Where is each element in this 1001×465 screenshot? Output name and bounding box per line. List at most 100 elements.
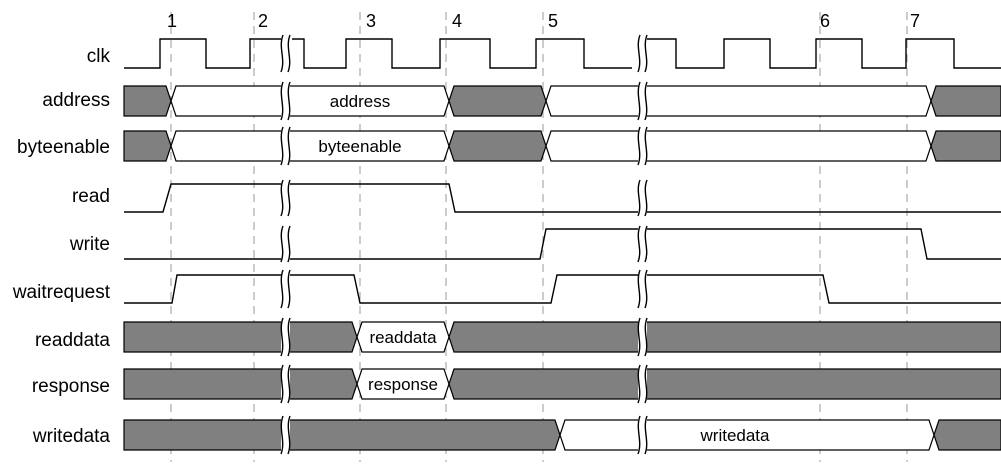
readdata-value-label: readdata — [369, 328, 437, 347]
break-slash — [637, 126, 641, 166]
write-waveform — [124, 228, 1001, 260]
time-break-markers — [280, 34, 648, 455]
break-slash — [280, 225, 284, 263]
address-waveform: address — [123, 85, 1001, 117]
break-gap — [281, 270, 290, 308]
writedata-waveform: writedata — [123, 419, 1001, 451]
byteenable-invalid-segment — [448, 130, 547, 162]
response-waveform: response — [123, 368, 1001, 400]
break-slash — [637, 225, 641, 263]
cycle-marker-4: 4 — [452, 11, 462, 31]
break-gap — [638, 180, 647, 216]
writedata-invalid-segment — [933, 419, 1001, 451]
readdata-invalid-segment — [123, 321, 358, 353]
address-invalid-segment — [123, 85, 172, 117]
byteenable-value-label: byteenable — [318, 137, 401, 156]
address-value-label: address — [330, 92, 390, 111]
break-slash — [287, 179, 291, 217]
break-slash — [287, 269, 291, 309]
break-slash — [637, 269, 641, 309]
break-slash — [287, 225, 291, 263]
signal-label-writedata: writedata — [32, 426, 111, 447]
break-gap — [638, 35, 647, 72]
break-slash — [287, 415, 291, 455]
signal-label-readdata: readdata — [35, 330, 110, 351]
response-value-label: response — [368, 375, 438, 394]
break-slash — [287, 34, 291, 73]
break-slash — [644, 317, 648, 357]
waitrequest-waveform — [124, 274, 1001, 304]
read-waveform — [124, 183, 1001, 213]
break-slash — [280, 317, 284, 357]
cycle-marker-2: 2 — [258, 11, 268, 31]
address-valid-segment — [170, 85, 450, 117]
break-slash — [280, 269, 284, 309]
break-slash — [644, 34, 648, 73]
cycle-marker-1: 1 — [167, 11, 177, 31]
signal-label-clk: clk — [87, 46, 111, 67]
break-gap — [638, 127, 647, 165]
break-slash — [637, 81, 641, 121]
cycle-marker-5: 5 — [548, 11, 558, 31]
signal-labels: clk address byteenable read write waitre… — [12, 46, 111, 447]
break-gap — [638, 318, 647, 356]
readdata-waveform: readdata — [123, 321, 1001, 353]
break-slash — [644, 179, 648, 217]
break-slash — [280, 179, 284, 217]
break-slash — [644, 364, 648, 404]
break-slash — [280, 81, 284, 121]
writedata-value-label: writedata — [700, 426, 771, 445]
break-gap — [281, 127, 290, 165]
break-gap — [638, 82, 647, 120]
address-invalid-segment — [448, 85, 547, 117]
break-slash — [287, 126, 291, 166]
readdata-invalid-segment — [448, 321, 1001, 353]
break-slash — [280, 34, 284, 73]
break-slash — [644, 126, 648, 166]
signal-label-byteenable: byteenable — [17, 137, 110, 158]
break-slash — [280, 415, 284, 455]
address-valid-segment — [545, 85, 932, 117]
address-invalid-segment — [930, 85, 1001, 117]
break-slash — [644, 81, 648, 121]
byteenable-invalid-segment — [930, 130, 1001, 162]
break-gap — [281, 82, 290, 120]
response-invalid-segment — [448, 368, 1001, 400]
break-slash — [637, 364, 641, 404]
break-gap — [281, 226, 290, 262]
signal-label-waitrequest: waitrequest — [12, 282, 111, 303]
writedata-invalid-segment — [123, 419, 561, 451]
break-slash — [644, 415, 648, 455]
break-slash — [637, 317, 641, 357]
cycle-marker-7: 7 — [910, 11, 920, 31]
break-slash — [637, 179, 641, 217]
signal-label-read: read — [72, 186, 110, 207]
break-slash — [637, 415, 641, 455]
break-slash — [280, 364, 284, 404]
signal-label-write: write — [69, 234, 110, 255]
break-slash — [637, 34, 641, 73]
break-gap — [638, 365, 647, 403]
break-gap — [638, 416, 647, 454]
break-slash — [280, 126, 284, 166]
byteenable-valid-segment — [545, 130, 932, 162]
break-gap — [281, 365, 290, 403]
byteenable-waveform: byteenable — [123, 130, 1001, 162]
clk-waveform — [124, 38, 1001, 69]
break-slash — [287, 317, 291, 357]
break-gap — [281, 180, 290, 216]
break-gap — [281, 35, 290, 72]
byteenable-valid-segment — [170, 130, 450, 162]
break-gap — [638, 270, 647, 308]
byteenable-invalid-segment — [123, 130, 172, 162]
response-invalid-segment — [123, 368, 358, 400]
cycle-markers: 1 2 3 4 5 6 7 — [167, 11, 920, 31]
break-gap — [281, 318, 290, 356]
signal-label-response: response — [32, 376, 110, 397]
break-gap — [638, 226, 647, 262]
signal-label-address: address — [42, 90, 110, 111]
break-slash — [287, 81, 291, 121]
break-gap — [281, 416, 290, 454]
cycle-marker-6: 6 — [820, 11, 830, 31]
